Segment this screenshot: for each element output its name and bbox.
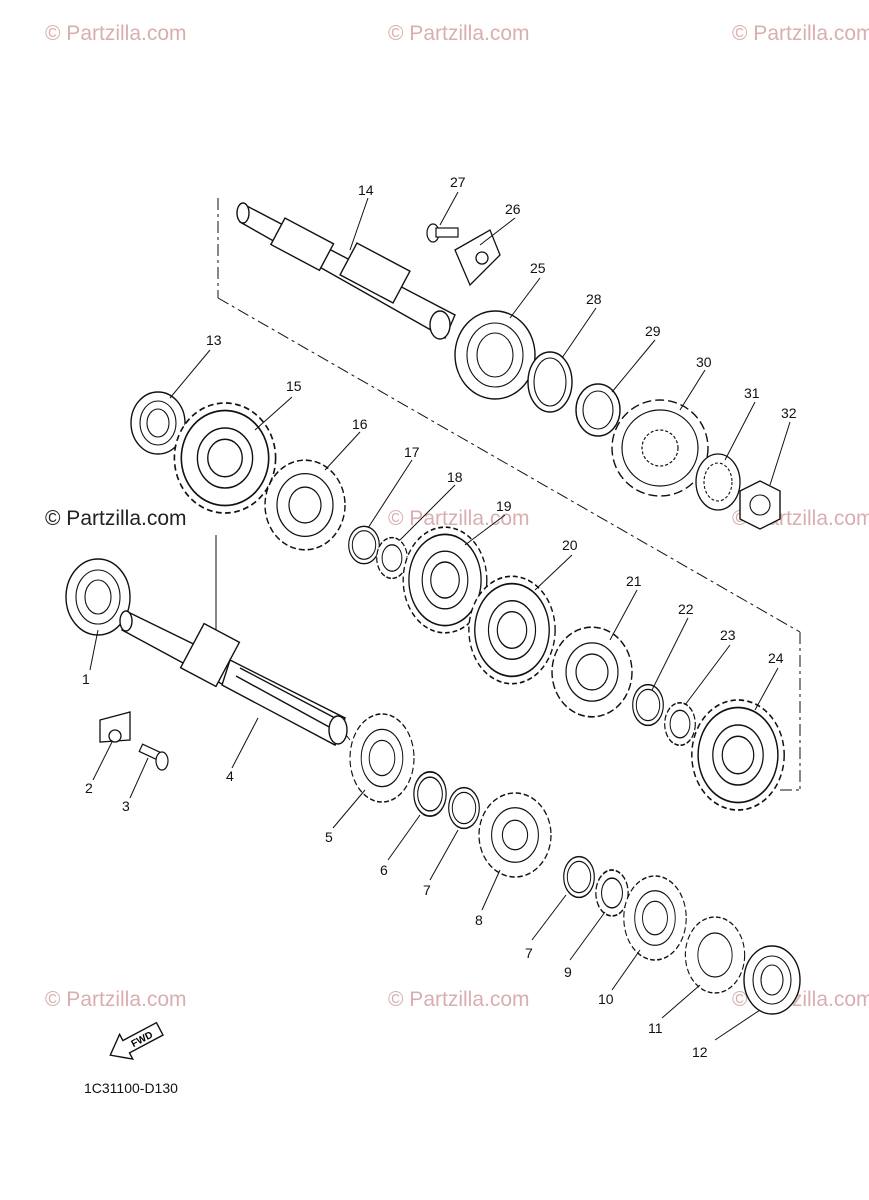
gear-20 <box>468 575 556 685</box>
oil-seal-28 <box>527 351 573 413</box>
washer-9 <box>595 869 629 917</box>
drive-axle-4 <box>119 610 348 746</box>
gear-16 <box>264 459 346 551</box>
callout-29: 29 <box>645 323 661 339</box>
callout-26: 26 <box>505 201 521 217</box>
collar-29 <box>575 383 621 437</box>
callout-10: 10 <box>598 991 614 1007</box>
callout-31: 31 <box>744 385 760 401</box>
gear-10 <box>623 875 687 961</box>
circlip-7b <box>562 855 596 899</box>
callout-labels: 1 2 3 4 5 6 7 7 8 9 10 11 12 13 14 15 16… <box>82 174 797 1060</box>
callout-1: 1 <box>82 671 90 687</box>
callout-11: 11 <box>648 1020 663 1036</box>
callout-17: 17 <box>404 444 420 460</box>
callout-8: 8 <box>475 912 483 928</box>
watermark-bottom-center: © Partzilla.com <box>388 988 530 1011</box>
main-axle <box>236 202 456 340</box>
bearing-retainer-2 <box>99 711 131 743</box>
callout-5: 5 <box>325 829 333 845</box>
callout-14: 14 <box>358 182 374 198</box>
leader-lines <box>89 191 791 1041</box>
callout-23: 23 <box>720 627 736 643</box>
circlip-22 <box>631 683 665 727</box>
washer-6 <box>413 771 447 817</box>
callout-28: 28 <box>586 291 602 307</box>
assembly-guide-lines <box>217 198 801 791</box>
bearing-1 <box>65 558 131 636</box>
bearing-13 <box>130 391 186 455</box>
drive-sprocket-30 <box>611 399 709 497</box>
callout-6: 6 <box>380 862 388 878</box>
bearing-retainer-26 <box>454 229 501 287</box>
fwd-label: FWD <box>130 1030 155 1050</box>
callout-7a: 7 <box>423 882 431 898</box>
catalog-code: 1C31100-D130 <box>84 1080 178 1096</box>
watermark-top-right: © Partzilla.com <box>732 22 869 45</box>
bearing-12 <box>743 945 801 1015</box>
callout-3: 3 <box>122 798 130 814</box>
watermark-mid-center: © Partzilla.com <box>388 507 530 530</box>
gear-24 <box>690 699 786 811</box>
watermark-top-left: © Partzilla.com <box>45 22 187 45</box>
callout-7b: 7 <box>525 945 533 961</box>
bearing-25 <box>454 310 536 400</box>
callout-16: 16 <box>352 416 368 432</box>
gear-11 <box>684 916 746 994</box>
circlip-7a <box>447 786 481 830</box>
callout-13: 13 <box>206 332 222 348</box>
callout-32: 32 <box>781 405 797 421</box>
nut-32 <box>739 480 781 530</box>
callout-25: 25 <box>530 260 546 276</box>
circlip-17 <box>347 525 381 565</box>
callout-24: 24 <box>768 650 784 666</box>
callout-4: 4 <box>226 768 234 784</box>
lock-washer-31 <box>695 453 741 511</box>
callout-12: 12 <box>692 1044 708 1060</box>
watermark-top-center: © Partzilla.com <box>388 22 530 45</box>
gear-15 <box>173 402 277 514</box>
gear-21 <box>551 626 633 718</box>
callout-27: 27 <box>450 174 466 190</box>
callout-20: 20 <box>562 537 578 553</box>
washer-18 <box>376 536 408 580</box>
washer-23 <box>664 701 696 747</box>
callout-21: 21 <box>626 573 642 589</box>
forward-arrow-icon: FWD <box>109 1021 164 1060</box>
watermark-mid-left: © Partzilla.com <box>45 507 187 530</box>
callout-15: 15 <box>286 378 302 394</box>
callout-18: 18 <box>447 469 463 485</box>
gear-8 <box>478 792 552 878</box>
callout-9: 9 <box>564 964 572 980</box>
callout-2: 2 <box>85 780 93 796</box>
gear-5 <box>349 713 415 803</box>
watermark-bottom-left: © Partzilla.com <box>45 988 187 1011</box>
callout-30: 30 <box>696 354 712 370</box>
screw-27 <box>426 223 459 243</box>
callout-22: 22 <box>678 601 694 617</box>
callout-19: 19 <box>496 498 512 514</box>
screw-3 <box>138 743 169 771</box>
